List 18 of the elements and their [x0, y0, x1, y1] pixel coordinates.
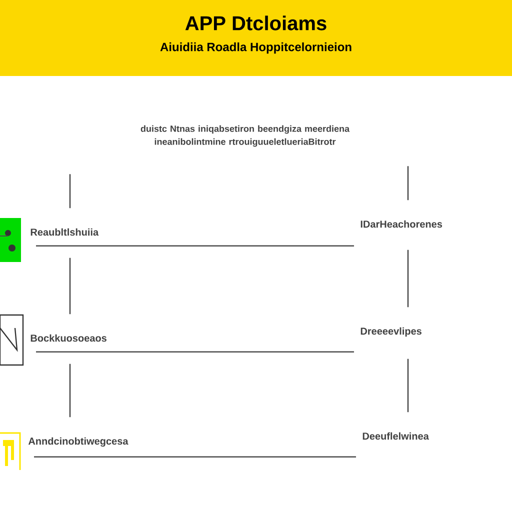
step-label: Reaubltlshuiia — [30, 228, 99, 236]
intro-text: duistc Ntnas iniqabsetiron beendgiza meerdiena ineanibolintmine rtrouiguueletlueriaBitrotr — [140, 125, 350, 147]
connector-line — [69, 364, 71, 418]
connector-line — [407, 250, 409, 308]
connector-line — [69, 174, 71, 208]
connector-line — [36, 245, 354, 247]
connector-line — [36, 351, 354, 353]
step-label: Bockkuosoeaos — [30, 334, 106, 342]
subtitle: Aiuidiia Roadla Hoppitcelornieion — [160, 42, 352, 54]
step-label: Anndcinobtiwegcesa — [28, 437, 128, 447]
title: APP Dtcloiams — [185, 16, 326, 30]
connector-line — [69, 258, 71, 314]
step-label: Dreeeevlipes — [360, 327, 422, 337]
connector-line — [407, 358, 409, 412]
connector-line — [34, 456, 356, 458]
step-label: Deeuflelwinea — [362, 432, 429, 440]
step-label: IDarHeachorenes — [360, 220, 442, 228]
connector-line — [407, 166, 409, 200]
